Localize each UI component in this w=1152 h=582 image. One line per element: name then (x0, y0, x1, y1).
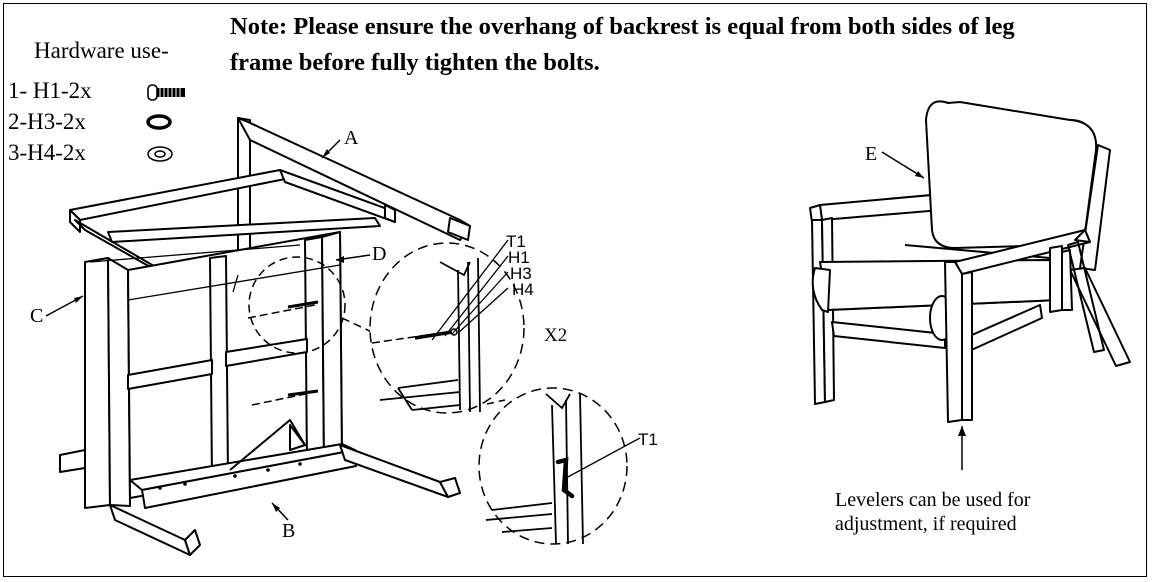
allen-key-detail-view (478, 387, 641, 545)
note-line-1: Note: Please ensure the overhang of back… (230, 13, 1015, 40)
lock-washer-icon (146, 114, 172, 130)
page-border (3, 3, 1147, 577)
label-h4: H4 (512, 280, 534, 299)
label-x2: X2 (544, 325, 567, 346)
label-e: E (865, 143, 877, 165)
bolt-insertion-lines (247, 300, 319, 406)
label-a: A (344, 127, 359, 149)
label-t1: T1 (506, 232, 526, 251)
chair-frame-drawing (59, 117, 471, 556)
label-c: C (30, 305, 43, 327)
label-b: B (282, 520, 295, 542)
hardware-title: Hardware use- (34, 38, 169, 63)
flat-washer-icon (147, 146, 173, 162)
bolt-icon (147, 84, 185, 101)
hardware-item-3: 3-H4-2x (8, 140, 86, 165)
note-line-2: frame before fully tighten the bolts. (230, 49, 600, 76)
label-h3: H3 (510, 264, 532, 283)
label-t1-tool: T1 (638, 430, 658, 449)
hardware-item-2: 2-H3-2x (8, 109, 86, 134)
levelers-note-line-1: Levelers can be used for (835, 489, 1031, 511)
hardware-item-1: 1- H1-2x (8, 78, 92, 103)
label-h1: H1 (508, 248, 530, 267)
assembled-chair-drawing (809, 100, 1131, 423)
label-d: D (372, 243, 386, 265)
levelers-note-line-2: adjustment, if required (835, 513, 1017, 535)
detail-magnified-view (369, 239, 525, 414)
